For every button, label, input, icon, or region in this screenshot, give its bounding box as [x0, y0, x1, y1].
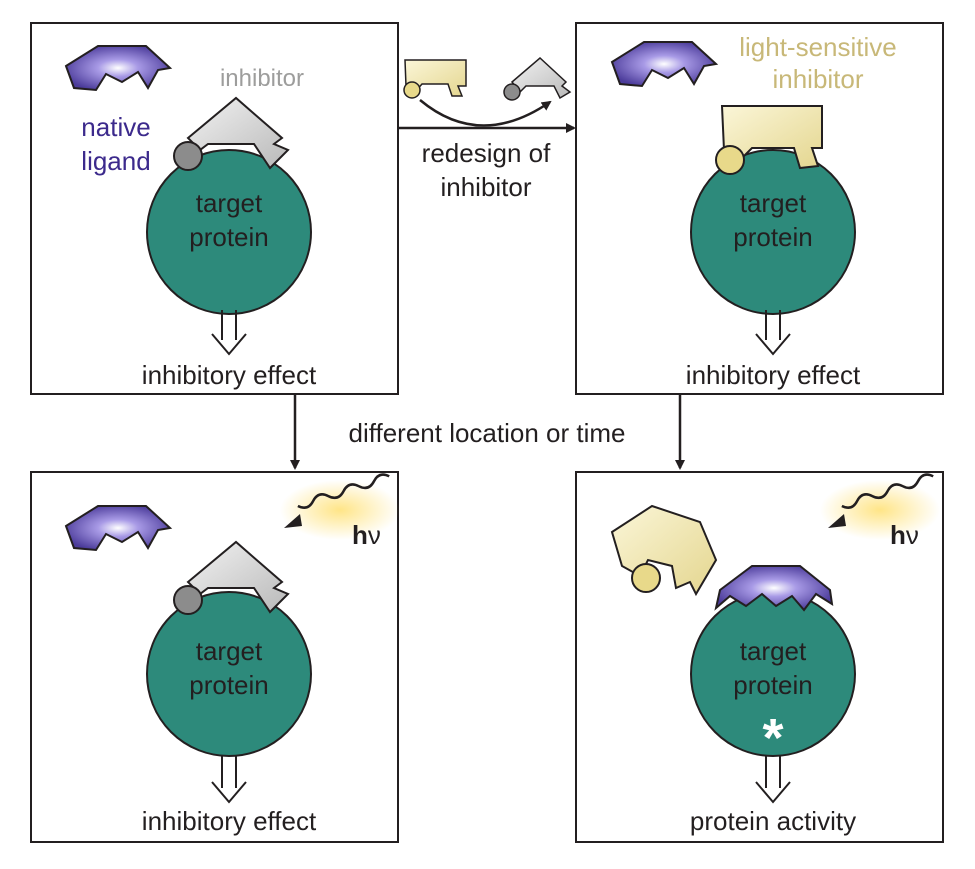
bound-native-ligand-icon	[714, 565, 834, 612]
native-ligand-icon	[64, 45, 173, 92]
hv-label: hν	[890, 520, 919, 550]
released-light-inhibitor-icon	[610, 504, 718, 597]
down-arrow-icon	[211, 310, 247, 356]
native-ligand-label-line1: native	[81, 112, 150, 142]
small-inhibitor-icon	[503, 56, 572, 101]
target-protein-label-line2: protein	[189, 222, 269, 252]
light-wave-icon	[284, 473, 390, 528]
native-ligand-icon	[610, 41, 719, 88]
redesign-label-line2: inhibitor	[440, 172, 531, 202]
light-wave-icon	[828, 473, 934, 528]
active-asterisk-icon: *	[762, 708, 783, 768]
target-protein-label-line1: target	[196, 636, 263, 666]
redesign-label-line1: redesign of	[422, 138, 551, 168]
target-protein-label-line2: protein	[733, 670, 813, 700]
light-glow-icon	[280, 480, 400, 540]
down-arrow-icon	[755, 310, 791, 356]
light-sensitive-inhibitor-icon	[715, 105, 823, 175]
small-light-inhibitor-icon	[403, 59, 467, 99]
down-arrow-icon	[755, 756, 791, 804]
light-sensitive-label-line2: inhibitor	[772, 64, 863, 94]
native-ligand-label-line2: ligand	[81, 146, 150, 176]
target-protein-circle	[690, 149, 856, 315]
light-sensitive-label-line1: light-sensitive	[739, 32, 897, 62]
target-protein-label-line1: target	[740, 636, 807, 666]
target-protein-label-line2: protein	[733, 222, 813, 252]
inhibitor-icon	[173, 96, 290, 171]
target-protein-label-line2: protein	[189, 670, 269, 700]
inhibitory-effect-label: inhibitory effect	[686, 360, 861, 390]
target-protein-label-line1: target	[740, 188, 807, 218]
down-arrow-icon	[211, 756, 247, 804]
target-protein-circle	[146, 149, 312, 315]
inhibitor-icon	[173, 540, 290, 615]
inhibitory-effect-label: inhibitory effect	[142, 360, 317, 390]
target-protein-label-line1: target	[196, 188, 263, 218]
hv-label: hν	[352, 520, 381, 550]
inhibitor-label: inhibitor	[220, 65, 304, 92]
curved-arrow-icon	[419, 99, 552, 127]
protein-activity-label: protein activity	[690, 806, 856, 836]
native-ligand-icon	[64, 505, 173, 552]
inhibitory-effect-label: inhibitory effect	[142, 806, 317, 836]
light-glow-icon	[820, 480, 940, 540]
different-location-label: different location or time	[349, 418, 626, 448]
target-protein-circle	[146, 591, 312, 757]
